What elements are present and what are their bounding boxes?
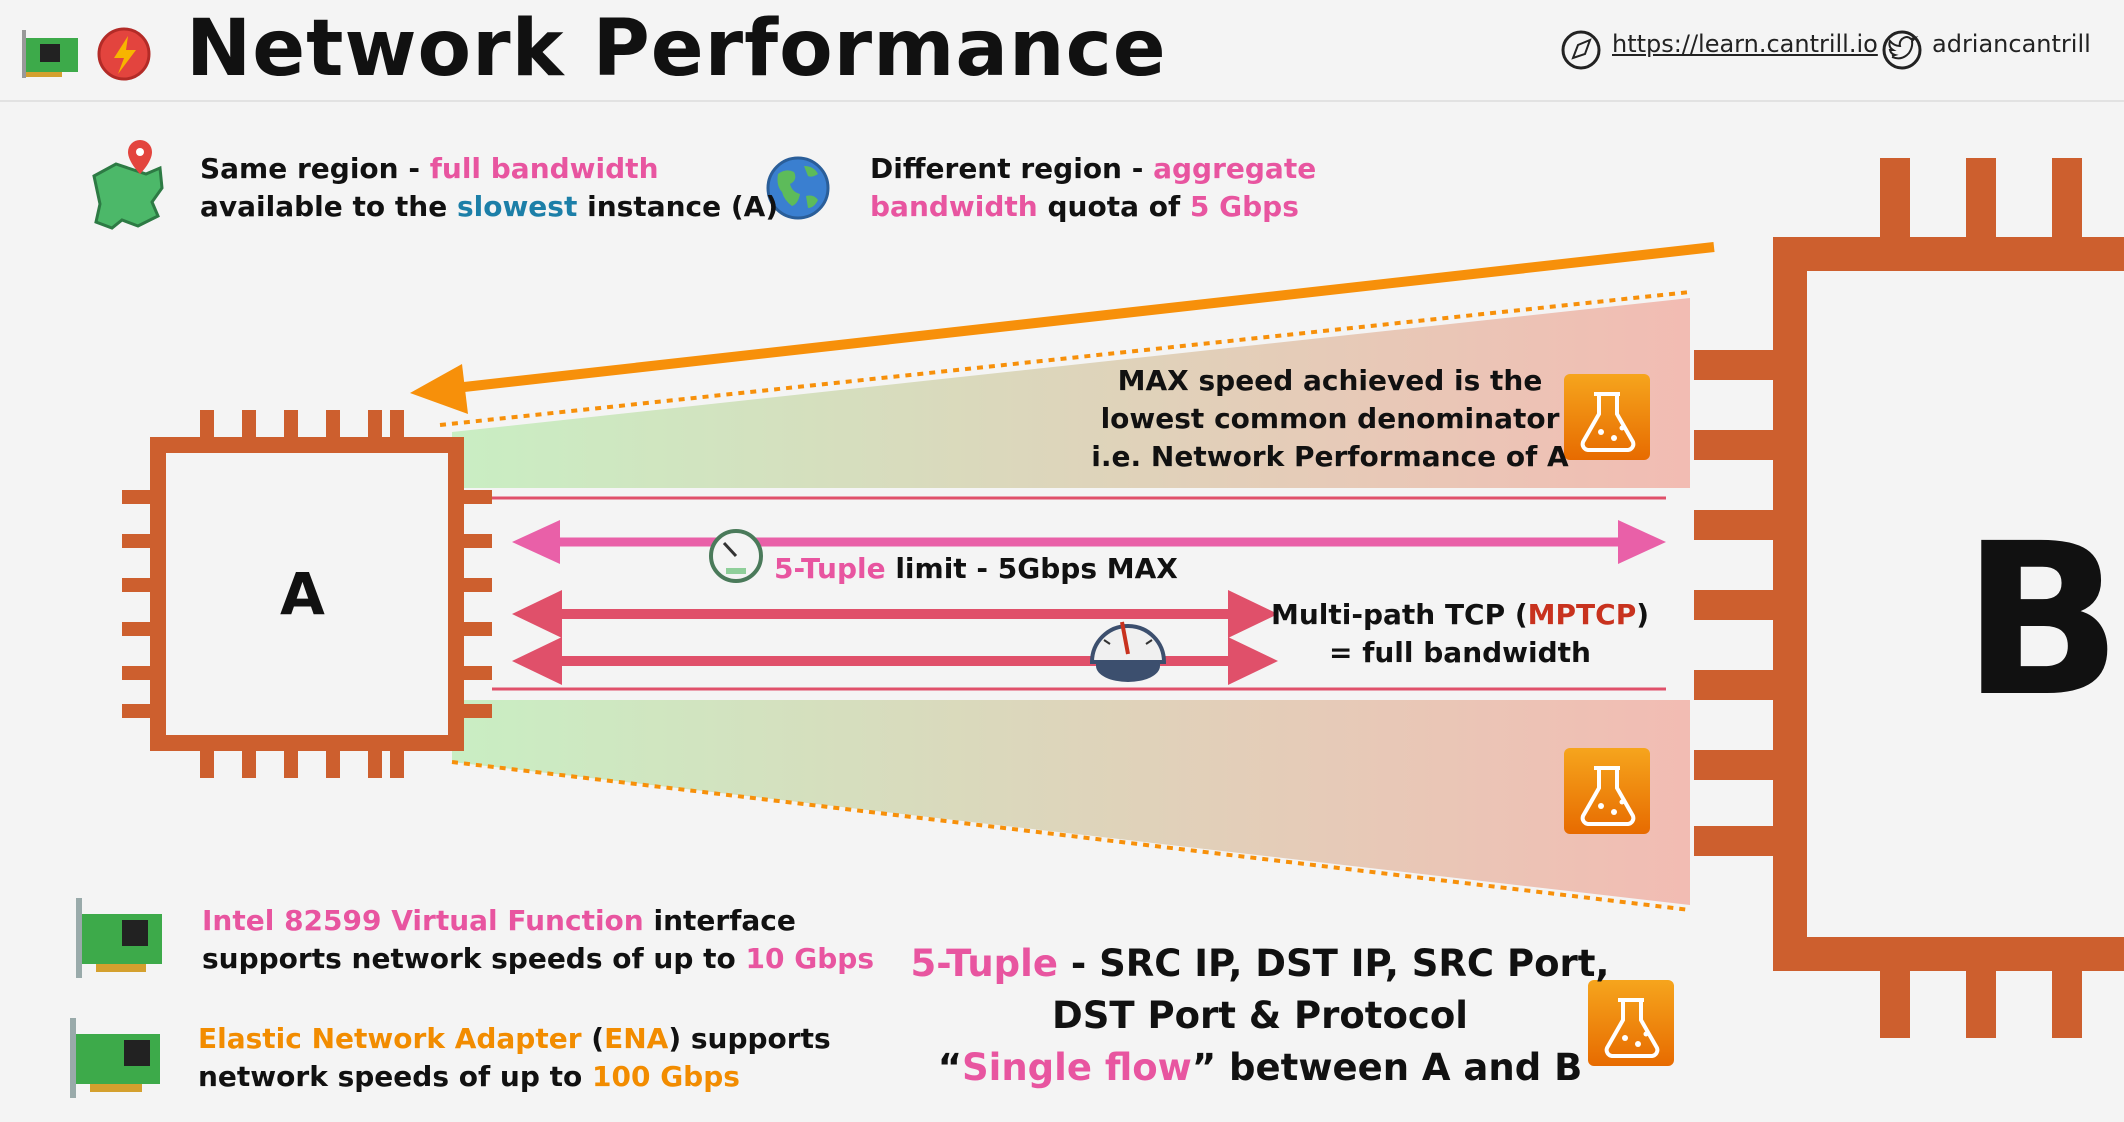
orange-arrow-b-to-a — [410, 242, 1715, 414]
intel-nic-icon — [76, 898, 162, 978]
upper-dotted-edge — [439, 290, 1691, 427]
lower-dotted-edge — [451, 760, 1691, 912]
network-card-icon — [22, 30, 78, 78]
instance-b-chip — [1694, 158, 2124, 1038]
same-region-highlight: full bandwidth — [429, 152, 659, 185]
ena-nic-icon — [70, 1018, 160, 1098]
lower-bandwidth-band — [452, 700, 1690, 905]
course-link[interactable]: https://learn.cantrill.io — [1612, 30, 1878, 58]
tuple-limit-text: 5-Tuple limit - 5Gbps MAX — [774, 552, 1178, 585]
speed-gauge-icon — [1089, 621, 1167, 682]
globe-icon — [766, 156, 830, 220]
instance-a-chip — [122, 410, 492, 778]
instance-b-label: B — [1962, 498, 2123, 743]
map-pin-icon — [92, 140, 164, 230]
twitter-handle[interactable]: adriancantrill — [1932, 30, 2091, 58]
page-title: Network Performance — [186, 4, 1167, 94]
small-gauge-icon — [709, 529, 763, 583]
lab-flask-icon — [1564, 748, 1650, 834]
max-speed-text: MAX speed achieved is the lowest common … — [1091, 364, 1569, 473]
upper-bandwidth-band — [452, 298, 1690, 488]
lab-flask-icon — [1564, 374, 1650, 460]
lightning-badge-icon — [97, 27, 151, 81]
intel-nic-text: Intel 82599 Virtual Function interface s… — [202, 904, 874, 975]
twitter-icon — [1882, 30, 1922, 70]
mptcp-arrow-1 — [512, 590, 1278, 638]
diff-region-text: Different region - aggregate bandwidth q… — [870, 152, 1317, 223]
compass-icon — [1561, 30, 1601, 70]
same-region-text: Same region - full bandwidth available t… — [200, 152, 779, 223]
five-tuple-definition: 5-Tuple - SRC IP, DST IP, SRC Port, DST … — [910, 942, 1610, 1089]
mptcp-text: Multi-path TCP (MPTCP) = full bandwidth — [1270, 598, 1650, 669]
lab-flask-icon — [1588, 980, 1674, 1066]
ena-nic-text: Elastic Network Adapter (ENA) supports n… — [198, 1022, 831, 1093]
header-divider — [0, 100, 2124, 102]
instance-a-label: A — [280, 560, 325, 628]
